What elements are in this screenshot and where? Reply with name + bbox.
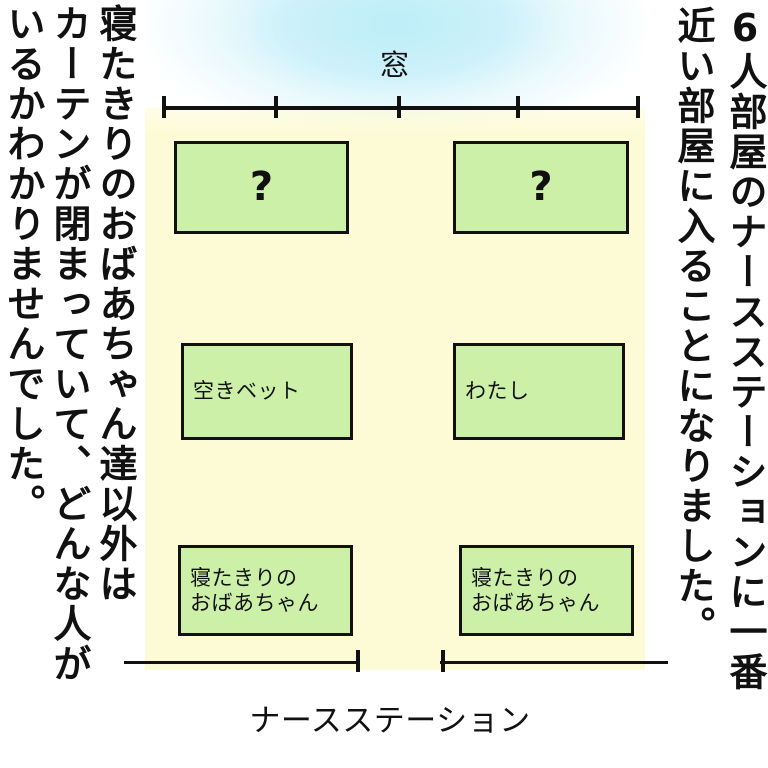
bed-bottom-left[interactable]: 寝たきりの おばあちゃん bbox=[178, 545, 353, 636]
wall-tick-top-3 bbox=[397, 96, 401, 118]
narration-left-column-3: いるかわかりませんでした。 bbox=[1, 4, 45, 524]
bed-middle-right[interactable]: わたし bbox=[453, 343, 625, 440]
bed-bottom-left-label: 寝たきりの おばあちゃん bbox=[190, 565, 319, 615]
room-wall-bottom-right bbox=[440, 661, 668, 664]
bed-top-right[interactable]: ? bbox=[453, 141, 629, 234]
bed-top-left-label: ? bbox=[249, 163, 274, 210]
wall-tick-top-1 bbox=[162, 96, 166, 118]
bed-bottom-right[interactable]: 寝たきりの おばあちゃん bbox=[459, 545, 634, 636]
bed-bottom-right-label: 寝たきりの おばあちゃん bbox=[471, 565, 600, 615]
bed-top-left[interactable]: ? bbox=[174, 141, 349, 234]
window-label: 窓 bbox=[379, 48, 410, 82]
doorway-edge-left bbox=[356, 650, 360, 672]
nurse-station-label: ナースステーション bbox=[249, 703, 531, 739]
bed-middle-right-label: わたし bbox=[465, 379, 530, 404]
bed-top-right-label: ? bbox=[529, 163, 553, 210]
bed-middle-left-label: 空きベット bbox=[193, 379, 301, 404]
doorway-edge-right bbox=[441, 650, 445, 672]
narration-right-column-1: 6人部屋のナースステーションに一番 bbox=[723, 6, 767, 692]
narration-left-column-2: カーテンが閉まっていて、どんな人が bbox=[47, 4, 91, 684]
wall-tick-top-4 bbox=[516, 96, 520, 118]
wall-tick-top-5 bbox=[636, 96, 640, 118]
narration-left-column-1: 寝たきりのおばあちゃん達以外は bbox=[93, 4, 137, 604]
narration-right-column-2: 近い部屋に入ることになりました。 bbox=[671, 6, 715, 646]
room-wall-bottom-left bbox=[124, 661, 359, 664]
wall-tick-top-2 bbox=[274, 96, 278, 118]
bed-middle-left[interactable]: 空きベット bbox=[181, 343, 353, 440]
